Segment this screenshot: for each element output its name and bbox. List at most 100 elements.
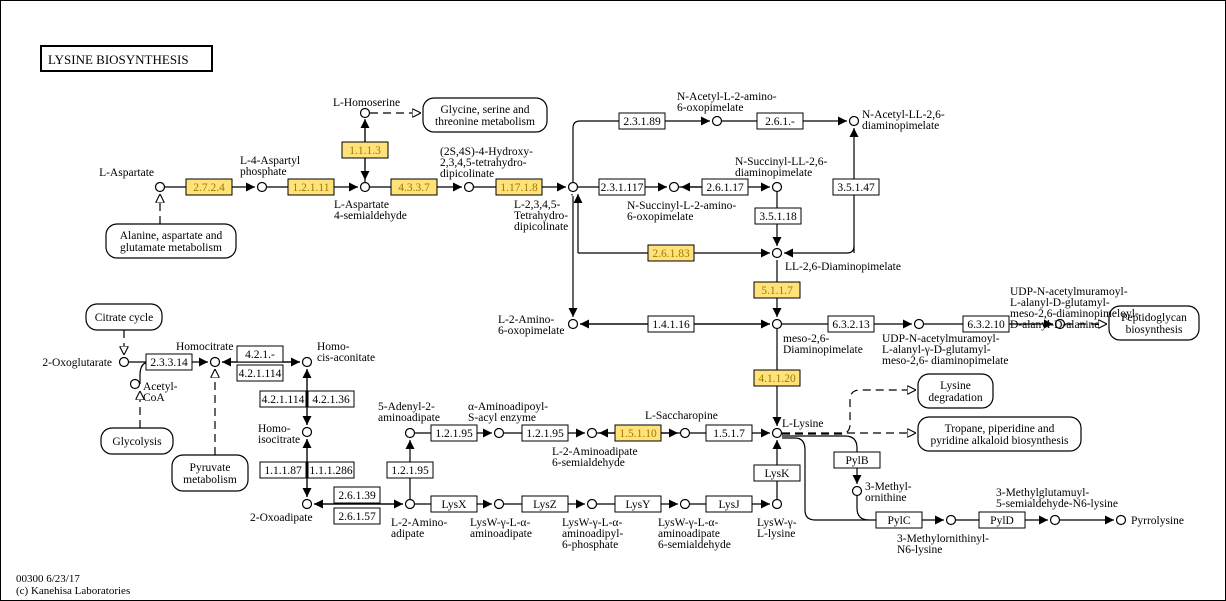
compound-c8[interactable]: N-Acetyl-LL-2,6-diaminopimelate xyxy=(848,109,945,132)
compound-c13[interactable]: meso-2,6-Diaminopimelate xyxy=(771,318,863,357)
enzyme-box-1-17-1-8[interactable]: 1.17.1.8 xyxy=(495,178,543,196)
compound-node-icon[interactable] xyxy=(771,427,783,439)
enzyme-box-1-1-1-3[interactable]: 1.1.1.3 xyxy=(341,141,389,159)
enzyme-box-2-3-3-14[interactable]: 2.3.3.14 xyxy=(145,353,193,371)
compound-node-icon[interactable] xyxy=(771,181,783,193)
enzyme-box-2-3-1-89[interactable]: 2.3.1.89 xyxy=(618,112,666,130)
compound-c12[interactable]: L-2-Amino-6-oxopimelate xyxy=(498,314,579,337)
enzyme-box-1-4-1-16[interactable]: 1.4.1.16 xyxy=(647,315,695,333)
enzyme-box-1-5-1-10[interactable]: 1.5.1.10 xyxy=(614,424,662,442)
compound-c20[interactable]: Homo-isocitrate xyxy=(258,423,313,446)
compound-node-icon[interactable] xyxy=(945,514,957,526)
enzyme-box-4-2-1--[interactable]: 4.2.1.- xyxy=(236,345,284,363)
enzyme-box-LysK[interactable]: LysK xyxy=(753,464,801,482)
enzyme-box-LysX[interactable]: LysX xyxy=(430,495,478,513)
compound-node-icon[interactable] xyxy=(359,181,371,193)
enzyme-box-6-3-2-10[interactable]: 6.3.2.10 xyxy=(962,315,1010,333)
enzyme-box-2-6-1--[interactable]: 2.6.1.- xyxy=(756,112,804,130)
compound-c14[interactable]: UDP-N-acetylmuramoyl-L-alanyl-γ-D-glutam… xyxy=(882,318,1008,368)
compound-c1[interactable]: L-Aspartate xyxy=(99,167,166,193)
enzyme-box-PylB[interactable]: PylB xyxy=(833,451,881,469)
compound-node-icon[interactable] xyxy=(493,498,505,510)
compound-node-icon[interactable] xyxy=(679,498,691,510)
compound-c5[interactable]: (2S,4S)-4-Hydroxy-2,3,4,5-tetrahydro-dip… xyxy=(440,146,533,193)
compound-c15[interactable]: UDP-N-acetylmuramoyl-L-alanyl-D-glutamyl… xyxy=(1010,286,1139,331)
enzyme-box-3-5-1-47[interactable]: 3.5.1.47 xyxy=(832,178,880,196)
compound-c11[interactable]: LL-2,6-Diaminopimelate xyxy=(771,247,901,274)
enzyme-box-4-3-3-7[interactable]: 4.3.3.7 xyxy=(390,178,438,196)
enzyme-box-1-2-1-95[interactable]: 1.2.1.95 xyxy=(386,461,434,479)
enzyme-box-4-1-1-20[interactable]: 4.1.1.20 xyxy=(753,369,801,387)
compound-node-icon[interactable] xyxy=(209,356,221,368)
enzyme-box-3-5-1-18[interactable]: 3.5.1.18 xyxy=(754,207,802,225)
enzyme-box-6-3-2-13[interactable]: 6.3.2.13 xyxy=(827,315,875,333)
enzyme-box-LysJ[interactable]: LysJ xyxy=(705,495,753,513)
compound-node-icon[interactable] xyxy=(463,181,475,193)
enzyme-box-5-1-1-7[interactable]: 5.1.1.7 xyxy=(753,281,801,299)
compound-node-icon[interactable] xyxy=(129,378,141,390)
compound-c10[interactable]: N-Succinyl-LL-2,6-diaminopimelate xyxy=(735,156,827,193)
compound-c28[interactable]: LysW-γ-L-α-aminoadipate xyxy=(470,498,532,541)
compound-node-icon[interactable] xyxy=(256,181,268,193)
enzyme-box-1-5-1-7[interactable]: 1.5.1.7 xyxy=(705,424,753,442)
compound-node-icon[interactable] xyxy=(771,318,783,330)
compound-node-icon[interactable] xyxy=(679,427,691,439)
compound-c21[interactable]: 2-Oxoadipate xyxy=(250,498,313,525)
compound-c24[interactable]: α-Aminoadipoyl-S-acyl enzyme xyxy=(468,401,548,439)
compound-node-icon[interactable] xyxy=(567,181,579,193)
enzyme-box-2-6-1-39[interactable]: 2.6.1.39 xyxy=(333,486,381,504)
enzyme-box-1-2-1-11[interactable]: 1.2.1.11 xyxy=(287,178,335,196)
enzyme-box-4-2-1-36[interactable]: 4.2.1.36 xyxy=(307,390,355,408)
enzyme-box-2-3-1-117[interactable]: 2.3.1.117 xyxy=(598,178,646,196)
compound-c23[interactable]: 5-Adenyl-2-aminoadipate xyxy=(378,401,440,439)
enzyme-box-1-2-1-95[interactable]: 1.2.1.95 xyxy=(430,424,478,442)
compound-node-icon[interactable] xyxy=(771,247,783,259)
compound-c16[interactable]: 2-Oxoglutarate xyxy=(42,356,130,369)
enzyme-box-2-7-2-4[interactable]: 2.7.2.4 xyxy=(185,178,233,196)
compound-node-icon[interactable] xyxy=(1054,318,1066,330)
enzyme-box-1-1-1-286[interactable]: 1.1.1.286 xyxy=(307,461,355,479)
enzyme-box-2-6-1-83[interactable]: 2.6.1.83 xyxy=(647,244,695,262)
compound-c35[interactable]: Pyrrolysine xyxy=(1115,514,1185,527)
compound-node-icon[interactable] xyxy=(301,426,313,438)
compound-node-icon[interactable] xyxy=(359,107,371,119)
compound-node-icon[interactable] xyxy=(301,356,313,368)
compound-c33[interactable]: 3-Methylornithinyl-N6-lysine xyxy=(897,514,989,557)
compound-node-icon[interactable] xyxy=(711,115,723,127)
compound-c29[interactable]: LysW-γ-L-α-aminoadipyl-6-phosphate xyxy=(562,498,623,552)
compound-c32[interactable]: 3-Methyl-ornithine xyxy=(851,481,912,504)
compound-node-icon[interactable] xyxy=(586,427,598,439)
compound-node-icon[interactable] xyxy=(493,427,505,439)
map-link-m5[interactable]: Glycolysis xyxy=(100,427,174,455)
compound-node-icon[interactable] xyxy=(913,318,925,330)
enzyme-box-LysY[interactable]: LysY xyxy=(614,495,662,513)
compound-c4[interactable]: L-Homoserine xyxy=(333,97,400,119)
compound-node-icon[interactable] xyxy=(848,115,860,127)
compound-node-icon[interactable] xyxy=(154,181,166,193)
compound-node-icon[interactable] xyxy=(404,427,416,439)
compound-node-icon[interactable] xyxy=(404,498,416,510)
compound-c19[interactable]: Homo-cis-aconitate xyxy=(301,341,376,368)
enzyme-box-PylC[interactable]: PylC xyxy=(875,511,923,529)
enzyme-box-2-6-1-17[interactable]: 2.6.1.17 xyxy=(701,178,749,196)
enzyme-box-PylD[interactable]: PylD xyxy=(978,511,1026,529)
compound-node-icon[interactable] xyxy=(118,356,130,368)
compound-node-icon[interactable] xyxy=(668,181,680,193)
compound-node-icon[interactable] xyxy=(567,318,579,330)
enzyme-box-2-6-1-57[interactable]: 2.6.1.57 xyxy=(333,507,381,525)
map-link-m4[interactable]: Citrate cycle xyxy=(85,303,163,331)
enzyme-box-LysZ[interactable]: LysZ xyxy=(521,495,569,513)
compound-c34[interactable]: 3-Methylglutamuyl-5-semialdehyde-N6-lysi… xyxy=(996,487,1118,526)
compound-c22[interactable]: L-2-Amino-adipate xyxy=(391,498,447,541)
compound-node-icon[interactable] xyxy=(1049,514,1061,526)
compound-c31[interactable]: LysW-γ-L-lysine xyxy=(757,498,797,541)
